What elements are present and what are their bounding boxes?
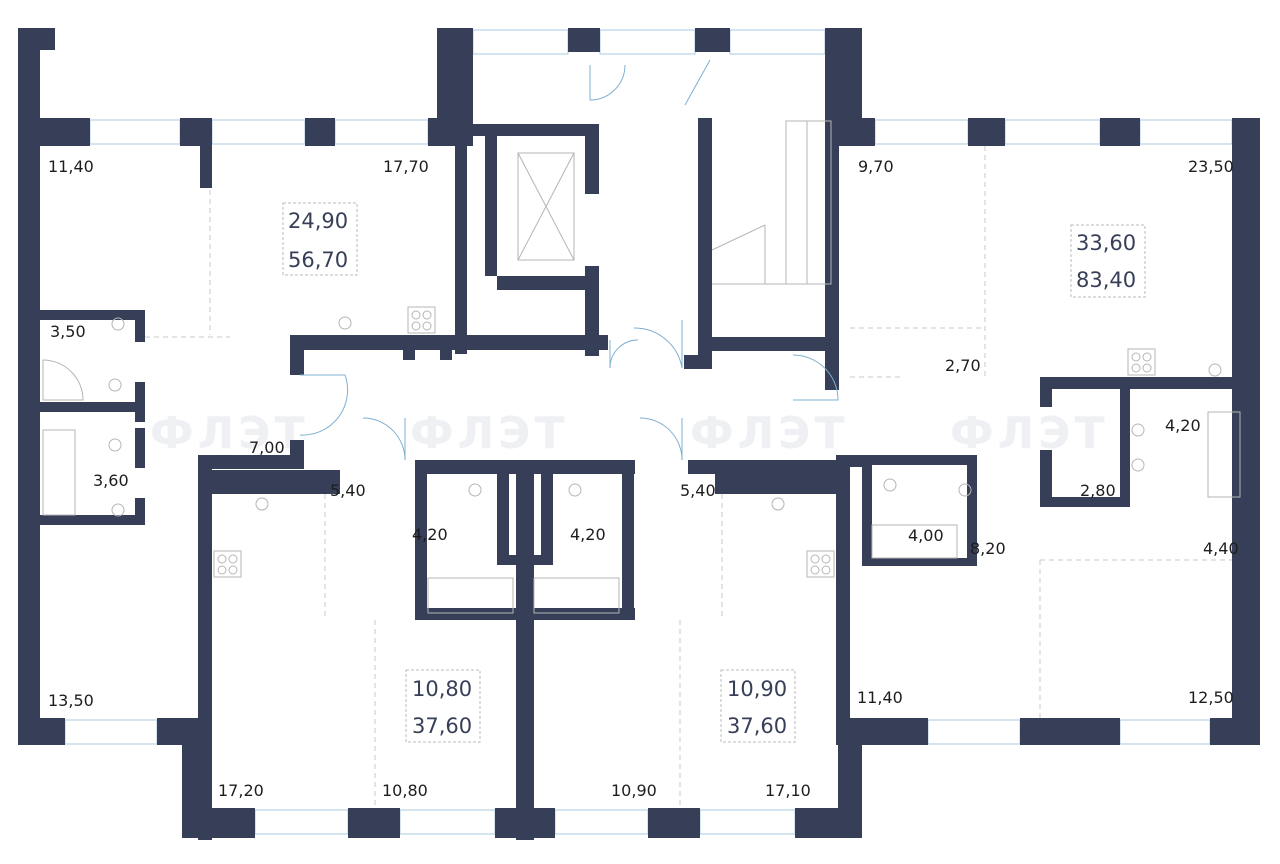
room-area: 4,20 <box>412 525 448 544</box>
room-area: 4,40 <box>1203 539 1239 558</box>
bathtub-icon <box>871 524 958 559</box>
bathtub-icon <box>533 577 620 614</box>
windows <box>64 29 1233 835</box>
apartment-area-top-left: 24,90 56,70 <box>282 202 358 276</box>
stove-icon <box>407 306 436 334</box>
room-area-labels: 11,40 17,70 3,50 7,00 3,60 5,40 4,20 4,2… <box>48 157 1239 800</box>
room-area: 9,70 <box>858 157 894 176</box>
total-area: 37,60 <box>727 714 787 738</box>
room-area: 3,50 <box>50 322 86 341</box>
room-area: 2,70 <box>945 356 981 375</box>
room-area: 17,20 <box>218 781 264 800</box>
bathtub-icon <box>42 429 76 516</box>
stove-icon <box>1127 348 1156 376</box>
svg-text:ФЛЭТ: ФЛЭТ <box>690 408 848 459</box>
total-area: 56,70 <box>288 248 348 272</box>
bathtub-icon <box>427 577 514 614</box>
bathtub-icon <box>1207 411 1241 498</box>
room-area: 12,50 <box>1188 688 1234 707</box>
watermark: ФЛЭТ ФЛЭТ ФЛЭТ ФЛЭТ <box>150 408 1108 459</box>
room-area: 2,80 <box>1080 481 1116 500</box>
zone-dividers <box>145 146 1232 808</box>
apartment-area-right: 33,60 83,40 <box>1070 224 1146 298</box>
doors <box>299 59 839 461</box>
room-area: 13,50 <box>48 691 94 710</box>
living-area: 33,60 <box>1076 231 1136 255</box>
room-area: 11,40 <box>48 157 94 176</box>
stove-icon <box>213 550 242 578</box>
living-area: 10,90 <box>727 677 787 701</box>
fixtures <box>42 120 1241 614</box>
room-area: 10,80 <box>382 781 428 800</box>
room-area: 4,00 <box>908 526 944 545</box>
room-area: 7,00 <box>249 438 285 457</box>
staircase-icon <box>711 120 832 285</box>
total-area: 83,40 <box>1076 268 1136 292</box>
svg-text:ФЛЭТ: ФЛЭТ <box>150 408 308 459</box>
room-area: 5,40 <box>680 481 716 500</box>
room-area: 17,70 <box>383 157 429 176</box>
room-area: 4,20 <box>1165 416 1201 435</box>
room-area: 5,40 <box>330 481 366 500</box>
room-area: 4,20 <box>570 525 606 544</box>
room-area: 3,60 <box>93 471 129 490</box>
living-area: 24,90 <box>288 209 348 233</box>
svg-text:ФЛЭТ: ФЛЭТ <box>410 408 568 459</box>
apartment-area-bottom-mid-right: 10,90 37,60 <box>720 669 796 743</box>
room-area: 8,20 <box>970 539 1006 558</box>
apartment-area-bottom-mid-left: 10,80 37,60 <box>405 669 481 743</box>
walls <box>18 28 1260 840</box>
shower-icon <box>42 359 84 401</box>
total-area: 37,60 <box>412 714 472 738</box>
elevator-icon <box>517 152 575 261</box>
living-area: 10,80 <box>412 677 472 701</box>
room-area: 17,10 <box>765 781 811 800</box>
room-area: 11,40 <box>857 688 903 707</box>
svg-text:ФЛЭТ: ФЛЭТ <box>950 408 1108 459</box>
room-area: 10,90 <box>611 781 657 800</box>
stove-icon <box>806 550 835 578</box>
room-area: 23,50 <box>1188 157 1234 176</box>
